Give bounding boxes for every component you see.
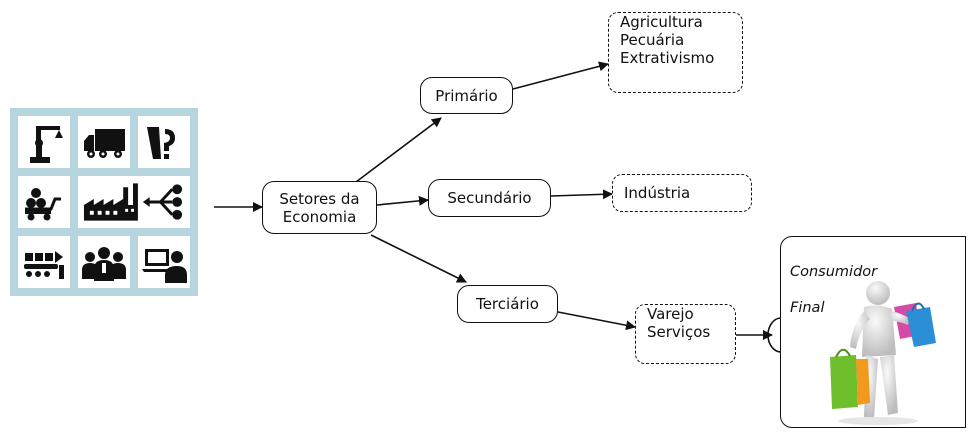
economy-icon-grid <box>10 108 198 296</box>
green-bag <box>830 355 858 409</box>
pecuaria-label: Pecuária <box>620 31 685 49</box>
primario-children-node: Agricultura Pecuária Extrativismo <box>608 12 743 93</box>
consumidor-final-panel: Consumidor Final <box>780 236 966 428</box>
farming-cart-icon <box>18 176 70 228</box>
extrativismo-label: Extrativismo <box>620 49 715 67</box>
terciario-children-node: Varejo Serviços <box>635 304 736 364</box>
servicos-label: Serviços <box>647 323 711 341</box>
robot-arm-icon <box>18 116 70 168</box>
workers-group-icon <box>78 236 130 288</box>
arrow-secundario-to-industria <box>550 189 613 200</box>
orange-bag <box>856 359 870 405</box>
consumidor-final-title: Consumidor Final <box>790 245 877 335</box>
shopper-body <box>862 305 896 357</box>
setores-line-2: Economia <box>282 207 357 226</box>
consumidor-line-1: Consumidor <box>790 264 878 280</box>
conveyor-icon <box>18 236 70 288</box>
truck-icon <box>78 116 130 168</box>
setores-da-economia-node: Setores da Economia <box>262 181 377 234</box>
factory-network-icon <box>78 176 190 228</box>
shopper-head <box>866 281 890 305</box>
arrow-terciario-to-varejo <box>557 311 636 331</box>
terciario-node: Terciário <box>457 285 558 323</box>
blue-bag <box>906 307 936 347</box>
agricultura-label: Agricultura <box>620 13 703 31</box>
setores-line-1: Setores da <box>279 189 360 208</box>
arrow-setores-to-primario <box>355 117 442 183</box>
consumidor-entry-cap <box>767 317 782 353</box>
varejo-label: Varejo <box>647 305 694 323</box>
primario-label: Primário <box>435 86 498 105</box>
primario-node: Primário <box>420 77 513 114</box>
industria-node: Indústria <box>612 174 752 212</box>
laptop-user-icon <box>138 236 190 288</box>
arrow-setores-to-secundario <box>376 195 429 206</box>
secundario-label: Secundário <box>447 189 532 207</box>
terciario-label: Terciário <box>476 295 539 313</box>
consumidor-line-2: Final <box>790 300 825 316</box>
arrow-primario-to-agricultura <box>512 61 609 90</box>
secundario-node: Secundário <box>428 179 551 217</box>
mining-icon <box>138 116 190 168</box>
arrow-setores-to-terciario <box>370 234 467 283</box>
industria-label: Indústria <box>624 184 691 202</box>
shopper-figure-image <box>830 281 936 425</box>
